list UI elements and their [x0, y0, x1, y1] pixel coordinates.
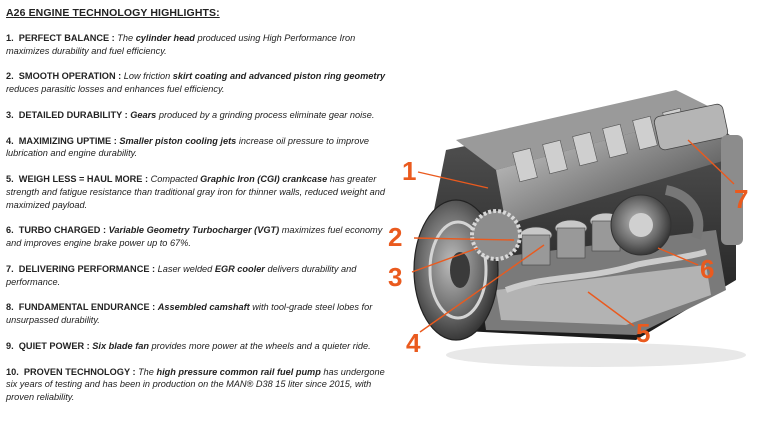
highlight-keyword: Gears — [130, 109, 157, 120]
highlight-text: The — [135, 366, 157, 377]
highlight-title: DETAILED DURABILITY : — [18, 109, 128, 120]
highlight-number: 1. — [6, 33, 14, 43]
callout-numbers: 1 2 3 4 5 6 7 — [388, 156, 748, 358]
highlight-text: with tool-grade steel lobes for unsurpas… — [6, 302, 373, 325]
engine-illustration: 1 2 3 4 5 6 7 — [386, 80, 768, 380]
highlight-item: 4. MAXIMIZING UPTIME : Smaller piston co… — [6, 135, 386, 160]
highlight-keyword: Graphic Iron (CGI) crankcase — [200, 174, 328, 185]
highlight-item: 3. DETAILED DURABILITY : Gears produced … — [6, 109, 386, 122]
highlight-number: 2. — [6, 71, 14, 82]
highlight-item: 1. PERFECT BALANCE : The cylinder head p… — [6, 32, 386, 57]
highlights-list: 1. PERFECT BALANCE : The cylinder head p… — [6, 32, 386, 404]
highlight-text: produced using High Performance Iron max… — [6, 33, 356, 56]
highlight-keyword: Variable Geometry Turbocharger (VGT) — [108, 225, 280, 236]
callout-lines — [411, 139, 735, 333]
highlight-number: 9. — [6, 340, 14, 351]
engine-cutaway-image: 1 2 3 4 5 6 7 — [388, 90, 748, 367]
callout-4: 4 — [406, 328, 421, 358]
highlight-text: Laser welded — [155, 263, 215, 274]
highlight-number: 7. — [6, 263, 14, 274]
highlight-text: provides more power at the wheels and a … — [148, 340, 371, 351]
highlight-keyword: skirt coating and advanced piston ring g… — [172, 71, 386, 82]
highlight-item: 10. PROVEN TECHNOLOGY : The high pressur… — [6, 366, 386, 404]
callout-1: 1 — [402, 156, 416, 186]
highlight-item: 8. FUNDAMENTAL ENDURANCE : Assembled cam… — [6, 301, 386, 326]
highlight-text: Compacted — [148, 174, 201, 185]
callout-2: 2 — [388, 222, 402, 252]
highlight-number: 5. — [6, 174, 14, 185]
highlight-text: The — [114, 33, 136, 43]
highlight-keyword: high pressure common rail fuel pump — [156, 366, 321, 377]
highlight-keyword: EGR cooler — [214, 263, 265, 274]
highlight-title: PERFECT BALANCE : — [18, 33, 115, 43]
highlight-title: PROVEN TECHNOLOGY : — [23, 366, 136, 377]
highlights-column: A26 ENGINE TECHNOLOGY HIGHLIGHTS: 1. PER… — [6, 7, 386, 417]
highlight-item: 9. QUIET POWER : Six blade fan provides … — [6, 340, 386, 353]
highlight-number: 6. — [6, 225, 14, 236]
highlight-title: DELIVERING PERFORMANCE : — [18, 263, 156, 274]
highlight-number: 3. — [6, 109, 14, 120]
highlight-number: 10. — [6, 366, 19, 377]
highlight-title: WEIGH LESS = HAUL MORE : — [18, 174, 149, 185]
callout-7: 7 — [734, 184, 748, 214]
highlight-text: delivers durability and performance. — [6, 263, 357, 287]
callout-6: 6 — [700, 254, 714, 284]
highlight-text: maximizes fuel economy and improves engi… — [6, 225, 383, 249]
highlight-item: 7. DELIVERING PERFORMANCE : Laser welded… — [6, 263, 386, 288]
engine-block — [413, 90, 746, 367]
highlight-keyword: Smaller piston cooling jets — [119, 135, 237, 146]
highlight-text: Low friction — [121, 71, 173, 82]
highlight-item: 5. WEIGH LESS = HAUL MORE : Compacted Gr… — [6, 173, 386, 211]
highlight-text: has undergone six years of testing and h… — [6, 366, 385, 402]
highlight-keyword: Six blade fan — [92, 340, 149, 351]
highlight-item: 6. TURBO CHARGED : Variable Geometry Tur… — [6, 224, 386, 249]
highlight-text: has greater strength and fatigue resista… — [6, 174, 385, 210]
highlight-text: reduces parasitic losses and enhances fu… — [6, 84, 225, 95]
highlight-title: TURBO CHARGED : — [18, 225, 107, 236]
highlight-keyword: Assembled camshaft — [157, 302, 250, 313]
callout-5: 5 — [636, 318, 650, 348]
highlight-text: produced by a grinding process eliminate… — [156, 109, 375, 120]
highlight-keyword: cylinder head — [135, 33, 195, 43]
highlight-number: 4. — [6, 135, 14, 146]
callout-3: 3 — [388, 262, 402, 292]
highlight-title: FUNDAMENTAL ENDURANCE : — [18, 302, 156, 313]
highlight-text: increase oil pressure to improve lubrica… — [6, 135, 370, 159]
highlight-item: 2. SMOOTH OPERATION : Low friction skirt… — [6, 70, 386, 95]
highlight-title: SMOOTH OPERATION : — [18, 71, 122, 82]
page-heading: A26 ENGINE TECHNOLOGY HIGHLIGHTS: — [6, 7, 220, 19]
highlight-title: QUIET POWER : — [18, 340, 90, 351]
highlight-number: 8. — [6, 302, 14, 313]
highlight-title: MAXIMIZING UPTIME : — [18, 135, 117, 146]
